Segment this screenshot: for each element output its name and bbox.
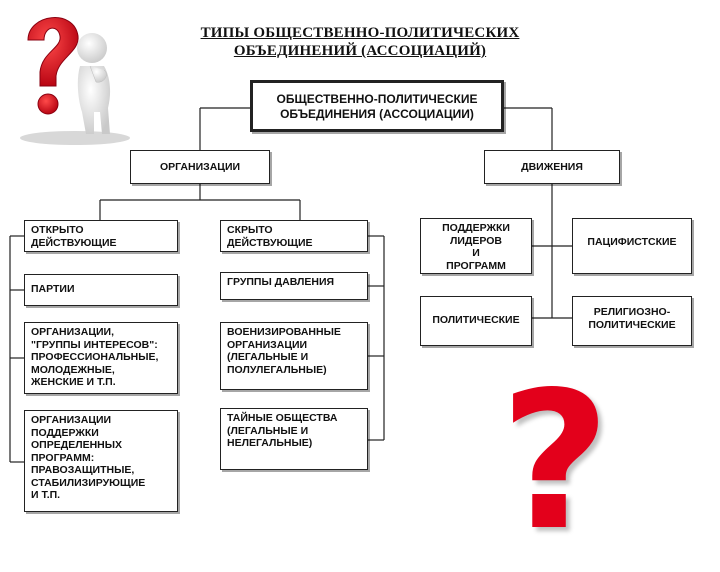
red-question-mark-icon: ? [500,351,611,572]
branch-movements: ДВИЖЕНИЯ [484,150,620,184]
thinking-person-icon [20,17,130,145]
open-item-program-support: ОРГАНИЗАЦИИ ПОДДЕРЖКИ ОПРЕДЕЛЕННЫХ ПРОГР… [24,410,178,512]
hidden-item-secret-societies: ТАЙНЫЕ ОБЩЕСТВА (ЛЕГАЛЬНЫЕ И НЕЛЕГАЛЬНЫЕ… [220,408,368,470]
open-item-parties: ПАРТИИ [24,274,178,306]
connector-lines [9,107,572,463]
diagram-title: ТИПЫ ОБЩЕСТВЕННО-ПОЛИТИЧЕСКИХ ОБЪЕДИНЕНИ… [200,25,520,59]
branch-organizations: ОРГАНИЗАЦИИ [130,150,270,184]
movement-religious-political: РЕЛИГИОЗНО- ПОЛИТИЧЕСКИЕ [572,296,692,346]
open-item-interest-groups: ОРГАНИЗАЦИИ, "ГРУППЫ ИНТЕРЕСОВ": ПРОФЕСС… [24,322,178,394]
hidden-item-paramilitary: ВОЕНИЗИРОВАННЫЕ ОРГАНИЗАЦИИ (ЛЕГАЛЬНЫЕ И… [220,322,368,390]
root-node: ОБЩЕСТВЕННО-ПОЛИТИЧЕСКИЕ ОБЪЕДИНЕНИЯ (АС… [250,80,504,132]
movement-pacifist: ПАЦИФИСТСКИЕ [572,218,692,274]
open-header: ОТКРЫТО ДЕЙСТВУЮЩИЕ [24,220,178,252]
hidden-header: СКРЫТО ДЕЙСТВУЮЩИЕ [220,220,368,252]
movement-leader-support: ПОДДЕРЖКИ ЛИДЕРОВ И ПРОГРАММ [420,218,532,274]
hidden-item-pressure-groups: ГРУППЫ ДАВЛЕНИЯ [220,272,368,300]
movement-political: ПОЛИТИЧЕСКИЕ [420,296,532,346]
